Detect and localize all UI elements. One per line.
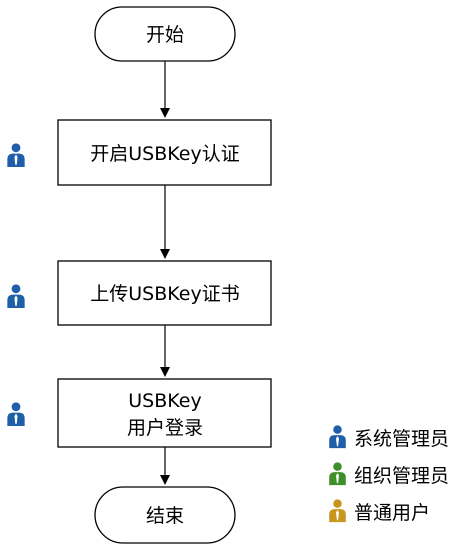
step-usbkey-user-login-line2: 用户登录	[127, 417, 203, 439]
legend-system-admin-icon	[329, 425, 346, 449]
legend-normal-user-icon	[329, 499, 346, 523]
end-label: 结束	[146, 505, 184, 527]
step-upload-usbkey-cert-label: 上传USBKey证书	[90, 283, 239, 305]
step-usbkey-user-login-line1: USBKey	[128, 390, 201, 412]
step-usbkey-user-login: USBKey 用户登录	[57, 378, 272, 448]
legend-org-admin-icon	[329, 462, 346, 486]
step-enable-usbkey-auth-label: 开启USBKey认证	[90, 143, 239, 165]
step2-role-user-icon	[7, 284, 25, 309]
step3-role-user-icon	[7, 402, 25, 427]
step1-role-user-icon	[7, 143, 25, 168]
legend-org-admin-label: 组织管理员	[354, 465, 449, 487]
role-legend: 系统管理员 组织管理员 普通用户	[329, 425, 449, 524]
legend-system-admin-label: 系统管理员	[354, 428, 449, 450]
start-label: 开始	[146, 24, 184, 46]
start-node: 开始	[94, 6, 236, 62]
legend-normal-user-label: 普通用户	[354, 502, 430, 524]
end-node: 结束	[94, 486, 236, 544]
step-upload-usbkey-cert: 上传USBKey证书	[57, 260, 272, 326]
step-enable-usbkey-auth: 开启USBKey认证	[57, 119, 272, 186]
